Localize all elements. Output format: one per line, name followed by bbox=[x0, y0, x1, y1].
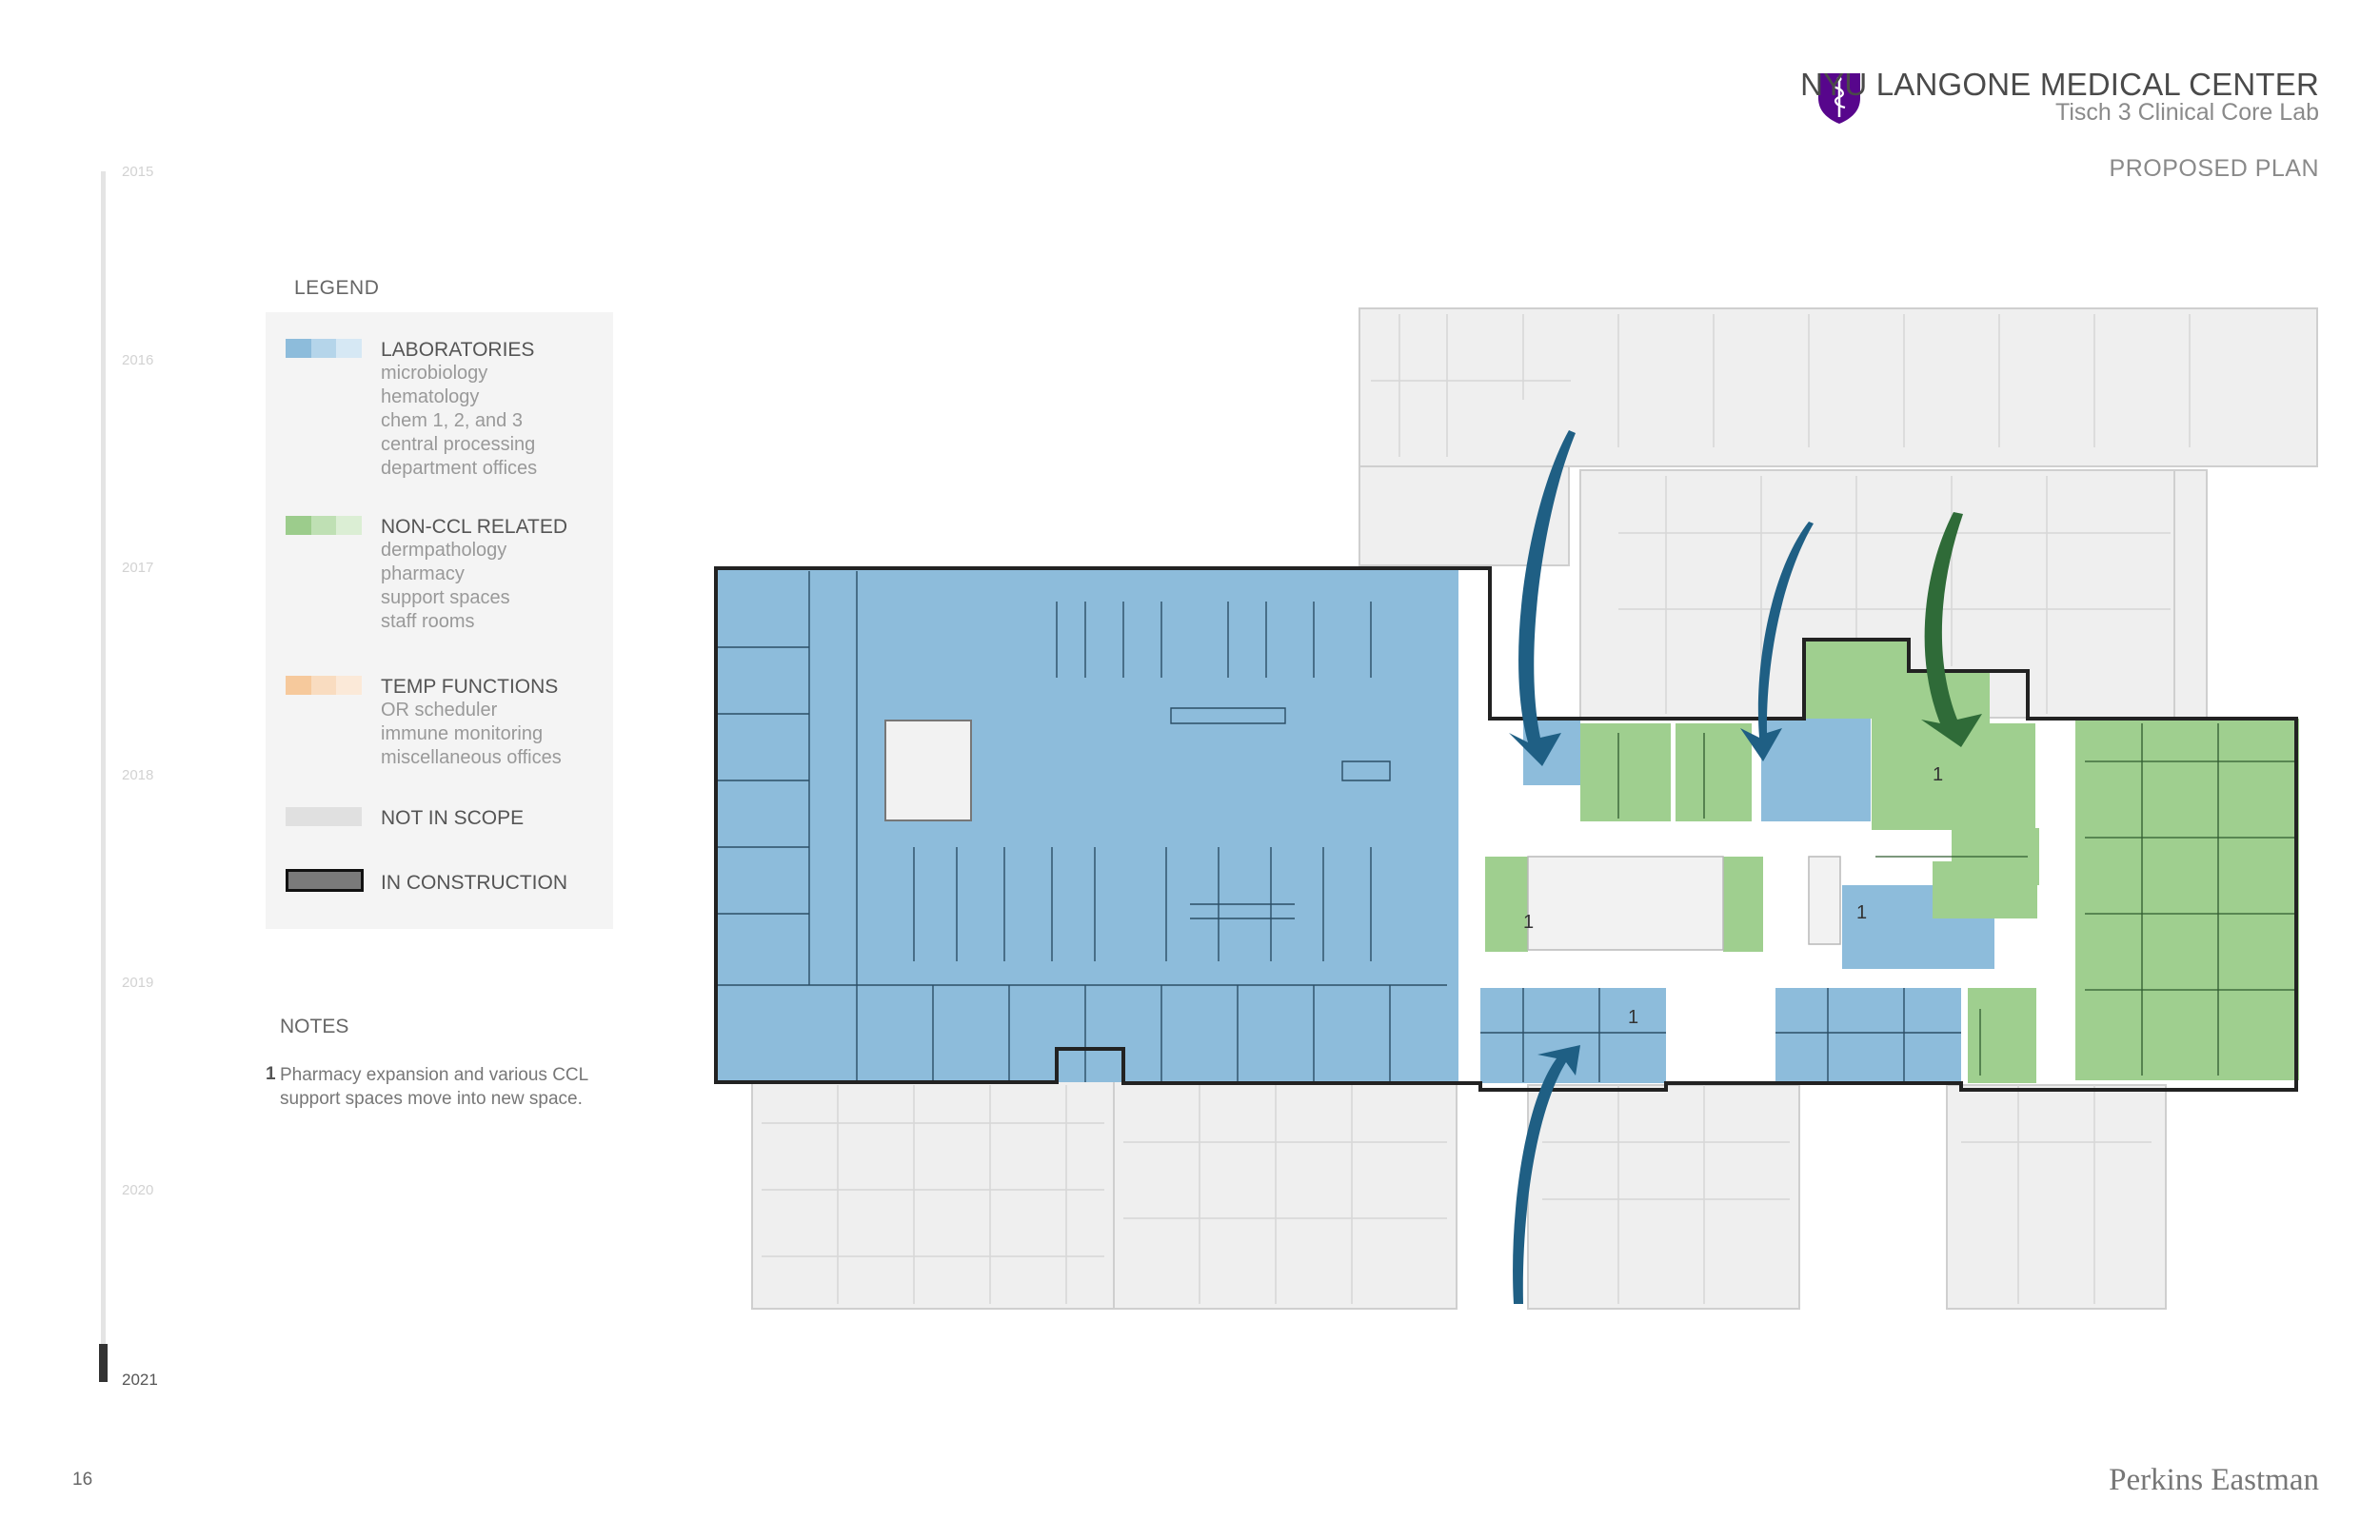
room-marker: 1 bbox=[1523, 912, 1534, 933]
timeline-year-current: 2021 bbox=[122, 1371, 158, 1389]
page-number: 16 bbox=[72, 1470, 93, 1490]
not-in-scope-area bbox=[751, 307, 2318, 1310]
not-in-scope-walls bbox=[762, 314, 2191, 1304]
non-ccl-area bbox=[1485, 638, 2299, 1083]
room-marker: 1 bbox=[1933, 764, 1943, 785]
arrow-icon bbox=[1921, 512, 1982, 747]
timeline-bar bbox=[101, 171, 106, 1380]
project-subtitle: Tisch 3 Clinical Core Lab bbox=[2055, 99, 2319, 126]
legend-item: department offices bbox=[381, 458, 538, 479]
note-number: 1 bbox=[266, 1064, 276, 1084]
timeline-year: 2019 bbox=[122, 975, 154, 991]
swatch-laboratories bbox=[286, 339, 363, 358]
firm-name: Perkins Eastman bbox=[2109, 1463, 2319, 1497]
arrow-icon bbox=[1740, 522, 1814, 761]
legend-item: OR scheduler bbox=[381, 700, 498, 721]
construction-boundary bbox=[714, 566, 2298, 1092]
room-marker: 1 bbox=[1856, 902, 1867, 923]
legend-title-in-construction: IN CONSTRUCTION bbox=[381, 872, 567, 894]
swatch-not-in-scope bbox=[286, 807, 362, 826]
move-arrows-green bbox=[1921, 512, 1982, 747]
notes-title: NOTES bbox=[280, 1016, 349, 1037]
legend-item: staff rooms bbox=[381, 611, 475, 632]
swatch-temp-functions bbox=[286, 676, 363, 695]
org-name: NYU LANGONE MEDICAL CENTER bbox=[1800, 67, 2319, 102]
timeline-year: 2017 bbox=[122, 560, 154, 576]
note-text: Pharmacy expansion and various CCL suppo… bbox=[280, 1065, 588, 1109]
legend-item: chem 1, 2, and 3 bbox=[381, 410, 523, 431]
legend-title-non-ccl: NON-CCL RELATED bbox=[381, 516, 568, 538]
legend-item: central processing bbox=[381, 434, 536, 455]
nyu-langone-shield-icon bbox=[1818, 73, 1860, 124]
legend-title-temp-functions: TEMP FUNCTIONS bbox=[381, 676, 559, 698]
timeline-year: 2016 bbox=[122, 352, 154, 368]
legend-panel bbox=[266, 312, 613, 929]
timeline-year: 2018 bbox=[122, 767, 154, 783]
legend-item: hematology bbox=[381, 386, 480, 407]
lab-casework bbox=[716, 571, 1961, 1082]
legend-item: miscellaneous offices bbox=[381, 747, 562, 768]
timeline-year: 2020 bbox=[122, 1182, 154, 1198]
legend-item: dermpathology bbox=[381, 540, 507, 561]
legend-title-laboratories: LABORATORIES bbox=[381, 339, 535, 361]
arrow-icon bbox=[1513, 1045, 1580, 1304]
legend-item: immune monitoring bbox=[381, 723, 544, 744]
core-services bbox=[884, 720, 1841, 951]
floor-plan: 1 1 1 1 bbox=[714, 307, 2351, 1310]
laboratories-area bbox=[716, 568, 1994, 1083]
timeline-current-marker bbox=[99, 1344, 108, 1382]
legend-item: microbiology bbox=[381, 363, 488, 384]
green-casework bbox=[1617, 723, 2294, 1076]
legend-item: pharmacy bbox=[381, 563, 465, 584]
timeline-year: 2015 bbox=[122, 164, 154, 180]
arrow-icon bbox=[1509, 430, 1576, 766]
legend-item: support spaces bbox=[381, 587, 510, 608]
legend-title-not-in-scope: NOT IN SCOPE bbox=[381, 807, 525, 829]
swatch-non-ccl bbox=[286, 516, 363, 535]
move-arrows-blue bbox=[1509, 430, 1814, 1304]
room-marker: 1 bbox=[1628, 1007, 1638, 1028]
legend-title: LEGEND bbox=[294, 277, 380, 299]
swatch-in-construction bbox=[286, 869, 364, 892]
stair bbox=[884, 720, 972, 821]
plan-label: PROPOSED PLAN bbox=[2109, 155, 2319, 182]
